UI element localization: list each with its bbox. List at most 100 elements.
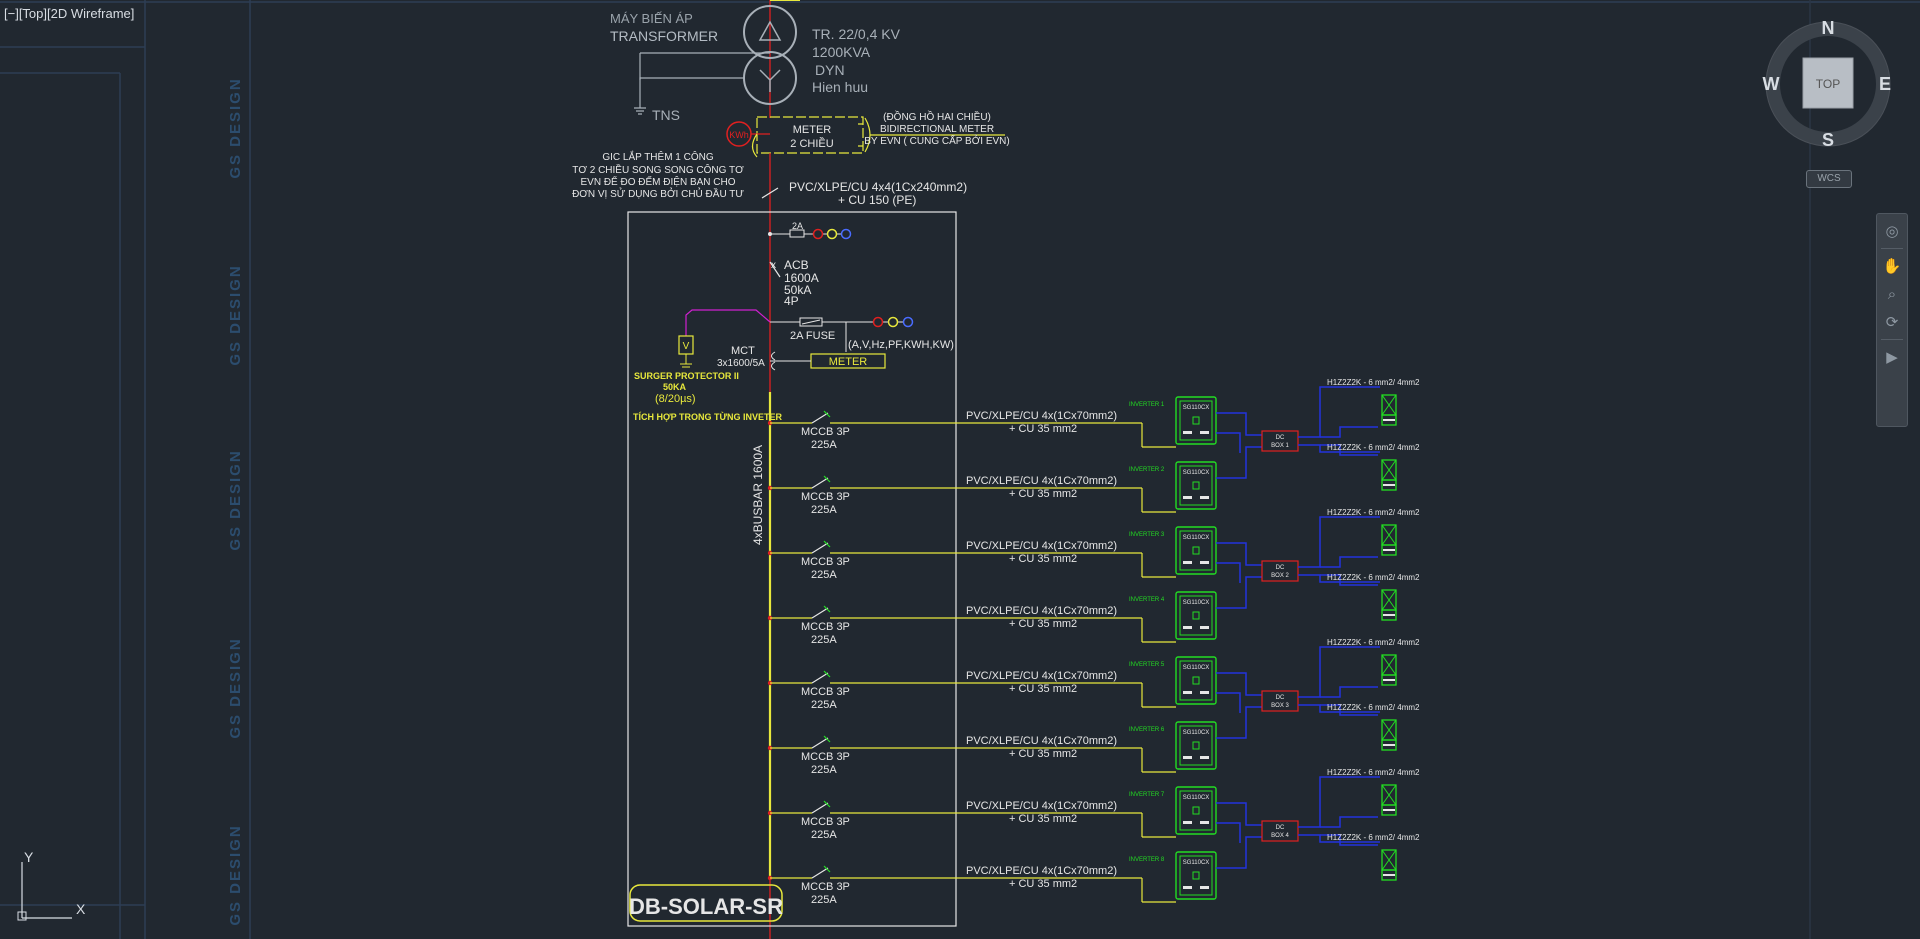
pv-string-7[interactable]: H1Z2Z2K - 6 mm2/ 4mm2 (1327, 768, 1420, 816)
watermark-text: GS DESIGN (227, 637, 244, 738)
inverter-8-icon[interactable]: SG110CX (1175, 851, 1217, 900)
ucs-y-label: Y (24, 849, 34, 865)
zoom-icon[interactable]: ⌕ (1887, 285, 1897, 303)
pv-string-1[interactable]: H1Z2Z2K - 6 mm2/ 4mm2 (1327, 378, 1420, 426)
watermark-text: GS DESIGN (227, 264, 244, 365)
pv-cable-label: H1Z2Z2K - 6 mm2/ 4mm2 (1327, 638, 1420, 647)
steering-wheel-icon[interactable]: ◎ (1885, 222, 1899, 240)
inverter-7-icon[interactable]: SG110CX (1175, 786, 1217, 835)
showmotion-icon[interactable]: ▶ (1886, 348, 1898, 366)
dc-box-icon (1261, 560, 1299, 582)
mccb-switch-icon (811, 412, 829, 424)
viewport-controls-label[interactable]: [−][Top][2D Wireframe] (4, 6, 135, 21)
inverter-3-icon[interactable]: SG110CX (1175, 526, 1217, 575)
pv-cable-label: H1Z2Z2K - 6 mm2/ 4mm2 (1327, 573, 1420, 582)
pv-string-8[interactable]: H1Z2Z2K - 6 mm2/ 4mm2 (1327, 833, 1420, 881)
wcs-menu[interactable]: WCS (1806, 170, 1852, 188)
feeder-cable-spec: PVC/XLPE/CU 4x(1Cx70mm2) (966, 475, 1117, 487)
inverter-model: SG110CX (1183, 535, 1210, 541)
meter-label: METER (793, 124, 832, 136)
inverter-label: INVERTER 4 (1129, 597, 1165, 603)
control-fuse-2a[interactable]: 2A (768, 221, 852, 240)
mccb-type: MCCB 3P (801, 751, 850, 763)
feeder-cable-spec: PVC/XLPE/CU 4x(1Cx70mm2) (966, 800, 1117, 812)
watermark-text: GS DESIGN (227, 449, 244, 550)
phase-lamp-t-icon (826, 228, 838, 240)
feeder-cable-pe: + CU 35 mm2 (1009, 683, 1077, 695)
pv-string-2[interactable]: H1Z2Z2K - 6 mm2/ 4mm2 (1327, 443, 1420, 491)
transformer-symbol[interactable]: MÁY BIẾN ÁP TRANSFORMER TR. 22/0,4 KV 12… (610, 0, 901, 123)
pv-string-3[interactable]: H1Z2Z2K - 6 mm2/ 4mm2 (1327, 508, 1420, 556)
phase-lamp-r-icon (812, 228, 824, 240)
busbar[interactable]: 4xBUSBAR 1600A (751, 392, 772, 880)
pv-cable-label: H1Z2Z2K - 6 mm2/ 4mm2 (1327, 443, 1420, 452)
inverter-model: SG110CX (1183, 860, 1210, 866)
pv-string-6[interactable]: H1Z2Z2K - 6 mm2/ 4mm2 (1327, 703, 1420, 751)
viewcube-top-face[interactable] (1802, 57, 1854, 109)
dc-box-label: DC (1276, 825, 1285, 831)
acb-breaking: 50kA (784, 283, 811, 297)
bidirectional-meter[interactable]: KWh METER 2 CHIỀU (ĐỒNG HỒ HAI CHIỀU) BI… (726, 110, 1010, 158)
acb-label: ACB (784, 258, 809, 272)
compass-south[interactable]: S (1822, 130, 1834, 150)
acb-breaker[interactable]: x ACB 1600A 50kA 4P (769, 258, 819, 308)
navigation-bar[interactable]: ◎ ✋ ⌕ ⟳ ▶ (1876, 213, 1908, 427)
feeder-cable-pe: + CU 35 mm2 (1009, 813, 1077, 825)
mccb-switch-icon (811, 867, 829, 879)
pv-string-4[interactable]: H1Z2Z2K - 6 mm2/ 4mm2 (1327, 573, 1420, 621)
dc-box-name: BOX 4 (1271, 833, 1289, 839)
compass-north[interactable]: N (1822, 18, 1835, 38)
panel-enclosure[interactable] (627, 211, 957, 927)
inverter-1-icon[interactable]: SG110CX (1175, 396, 1217, 445)
pv-string-5[interactable]: H1Z2Z2K - 6 mm2/ 4mm2 (1327, 638, 1420, 686)
gic-note: GIC LẮP THÊM 1 CÔNG TƠ 2 CHIỀU SONG SONG… (572, 150, 744, 200)
spd-label: SURGER PROTECTOR II (634, 371, 739, 381)
pan-icon[interactable]: ✋ (1882, 257, 1902, 275)
pv-cable-label: H1Z2Z2K - 6 mm2/ 4mm2 (1327, 833, 1420, 842)
ucs-x-label: X (76, 901, 86, 917)
orbit-icon[interactable]: ⟳ (1885, 313, 1899, 331)
viewcube-compass-ring[interactable] (1766, 22, 1890, 146)
meter-parameters: (A,V,Hz,PF,KWH,KW) (848, 339, 954, 351)
feeder-cable-spec: PVC/XLPE/CU 4x(1Cx70mm2) (966, 865, 1117, 877)
acb-rating: 1600A (784, 271, 819, 285)
metering-fuse[interactable]: 2A FUSE (A,V,Hz,PF,KWH,KW) METER MCT 3x1… (717, 316, 954, 371)
inverter-5-icon[interactable]: SG110CX (1175, 656, 1217, 705)
fuse-icon (789, 229, 805, 238)
mccb-switch-icon (811, 477, 829, 489)
inverter-4-icon[interactable]: SG110CX (1175, 591, 1217, 640)
panel-name-tag[interactable]: DB-SOLAR-SR (629, 884, 783, 922)
viewcube[interactable]: TOP N S E W (1763, 18, 1892, 150)
mccb-rating: 225A (811, 504, 837, 516)
compass-west[interactable]: W (1763, 74, 1780, 94)
inverter-model: SG110CX (1183, 405, 1210, 411)
inverter-label: INVERTER 6 (1129, 727, 1165, 733)
inverter-6-icon[interactable]: SG110CX (1175, 721, 1217, 770)
inverter-model: SG110CX (1183, 795, 1210, 801)
feeder-cable-pe: + CU 35 mm2 (1009, 748, 1077, 760)
inverter-label: INVERTER 3 (1129, 532, 1165, 538)
inverter-2-icon[interactable]: SG110CX (1175, 461, 1217, 510)
mccb-type: MCCB 3P (801, 621, 850, 633)
delta-icon (758, 20, 782, 41)
pv-cable-label: H1Z2Z2K - 6 mm2/ 4mm2 (1327, 768, 1420, 777)
compass-east[interactable]: E (1879, 74, 1891, 94)
phase-lamp-s-icon (840, 228, 852, 240)
surge-protector[interactable]: V SURGER PROTECTOR II 50KA (8/20µs) TÍCH… (633, 309, 782, 422)
feeder-cable-pe: + CU 35 mm2 (1009, 423, 1077, 435)
